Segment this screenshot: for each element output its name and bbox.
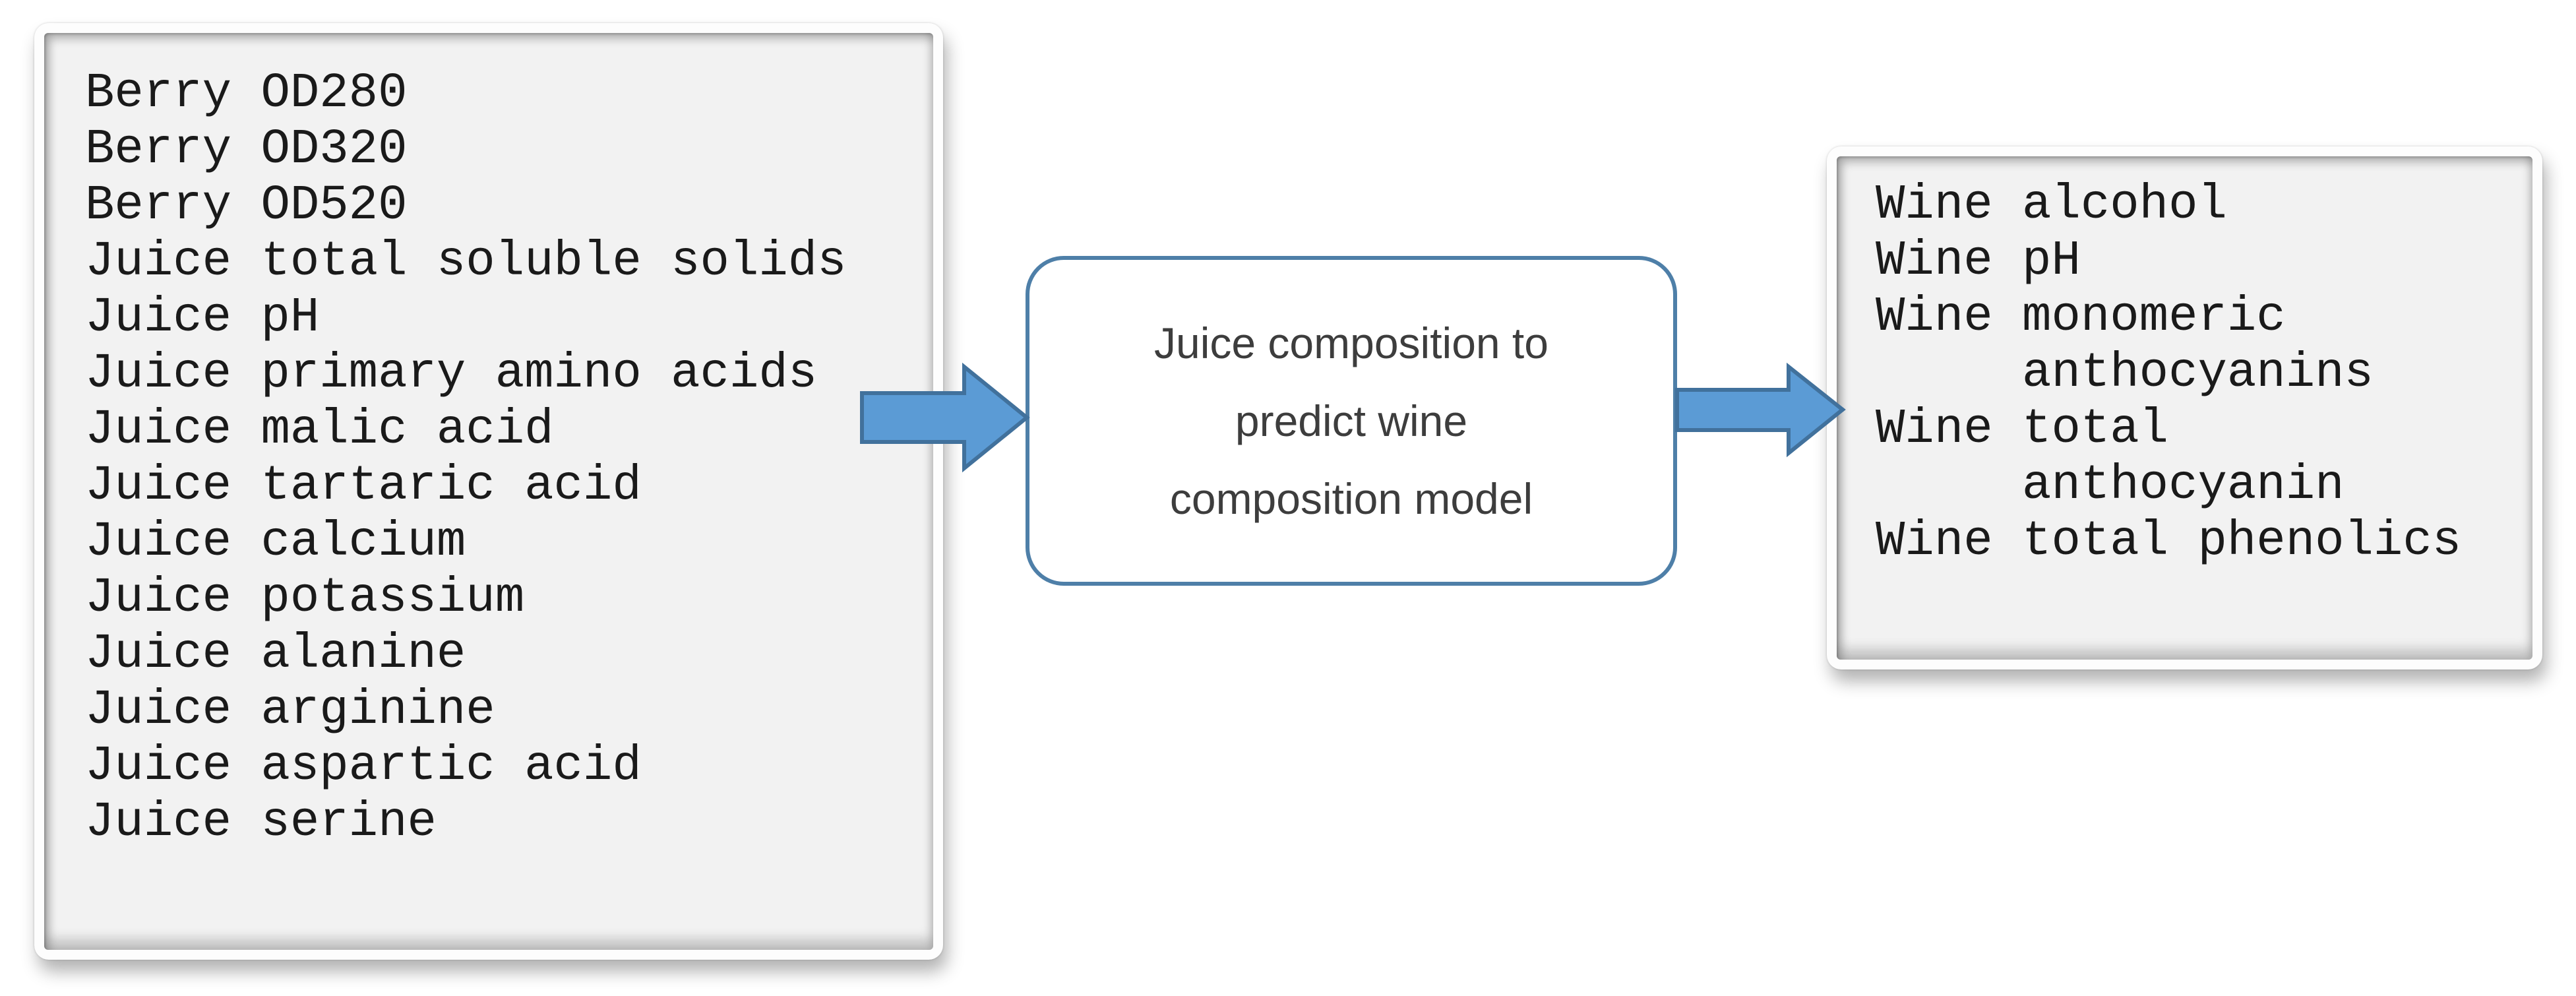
input-list-item: Juice primary amino acids [85, 346, 818, 402]
input-list-item: Juice potassium [85, 571, 525, 626]
output-list-item: anthocyanin [1876, 458, 2345, 513]
arrow-right-icon [1675, 362, 1846, 458]
juice-inputs-panel-frame [44, 33, 933, 950]
input-list-item: Juice tartaric acid [85, 458, 642, 514]
wine-outputs-panel-frame [1837, 156, 2532, 660]
input-list-item: Berry OD280 [85, 66, 408, 121]
output-list-item: Wine pH [1876, 233, 2081, 289]
input-list-item: Juice arginine [85, 683, 495, 738]
input-list-item: Berry OD520 [85, 178, 408, 233]
process-box-label-line: Juice composition to [1154, 319, 1549, 367]
input-list-item: Juice pH [85, 290, 320, 346]
process-box-label-line: composition model [1169, 474, 1533, 523]
output-list-item: Wine total phenolics [1876, 514, 2462, 569]
model-process-box: Juice composition to predict wine composit… [1026, 256, 1677, 586]
output-list-item: Wine alcohol [1876, 177, 2227, 233]
input-list-item: Juice serine [85, 795, 437, 850]
output-list-item: Wine monomeric [1876, 290, 2286, 345]
input-list-item: Juice total soluble solids [85, 234, 847, 290]
input-list-item: Juice malic acid [85, 402, 554, 458]
output-list-item: Wine total [1876, 402, 2169, 457]
input-list-item: Juice aspartic acid [85, 739, 642, 794]
input-list-item: Juice calcium [85, 514, 466, 570]
process-box-label-line: predict wine [1235, 396, 1468, 445]
output-list-item: anthocyanins [1876, 346, 2374, 401]
input-list-item: Berry OD320 [85, 122, 408, 177]
input-list-item: Juice alanine [85, 627, 466, 682]
